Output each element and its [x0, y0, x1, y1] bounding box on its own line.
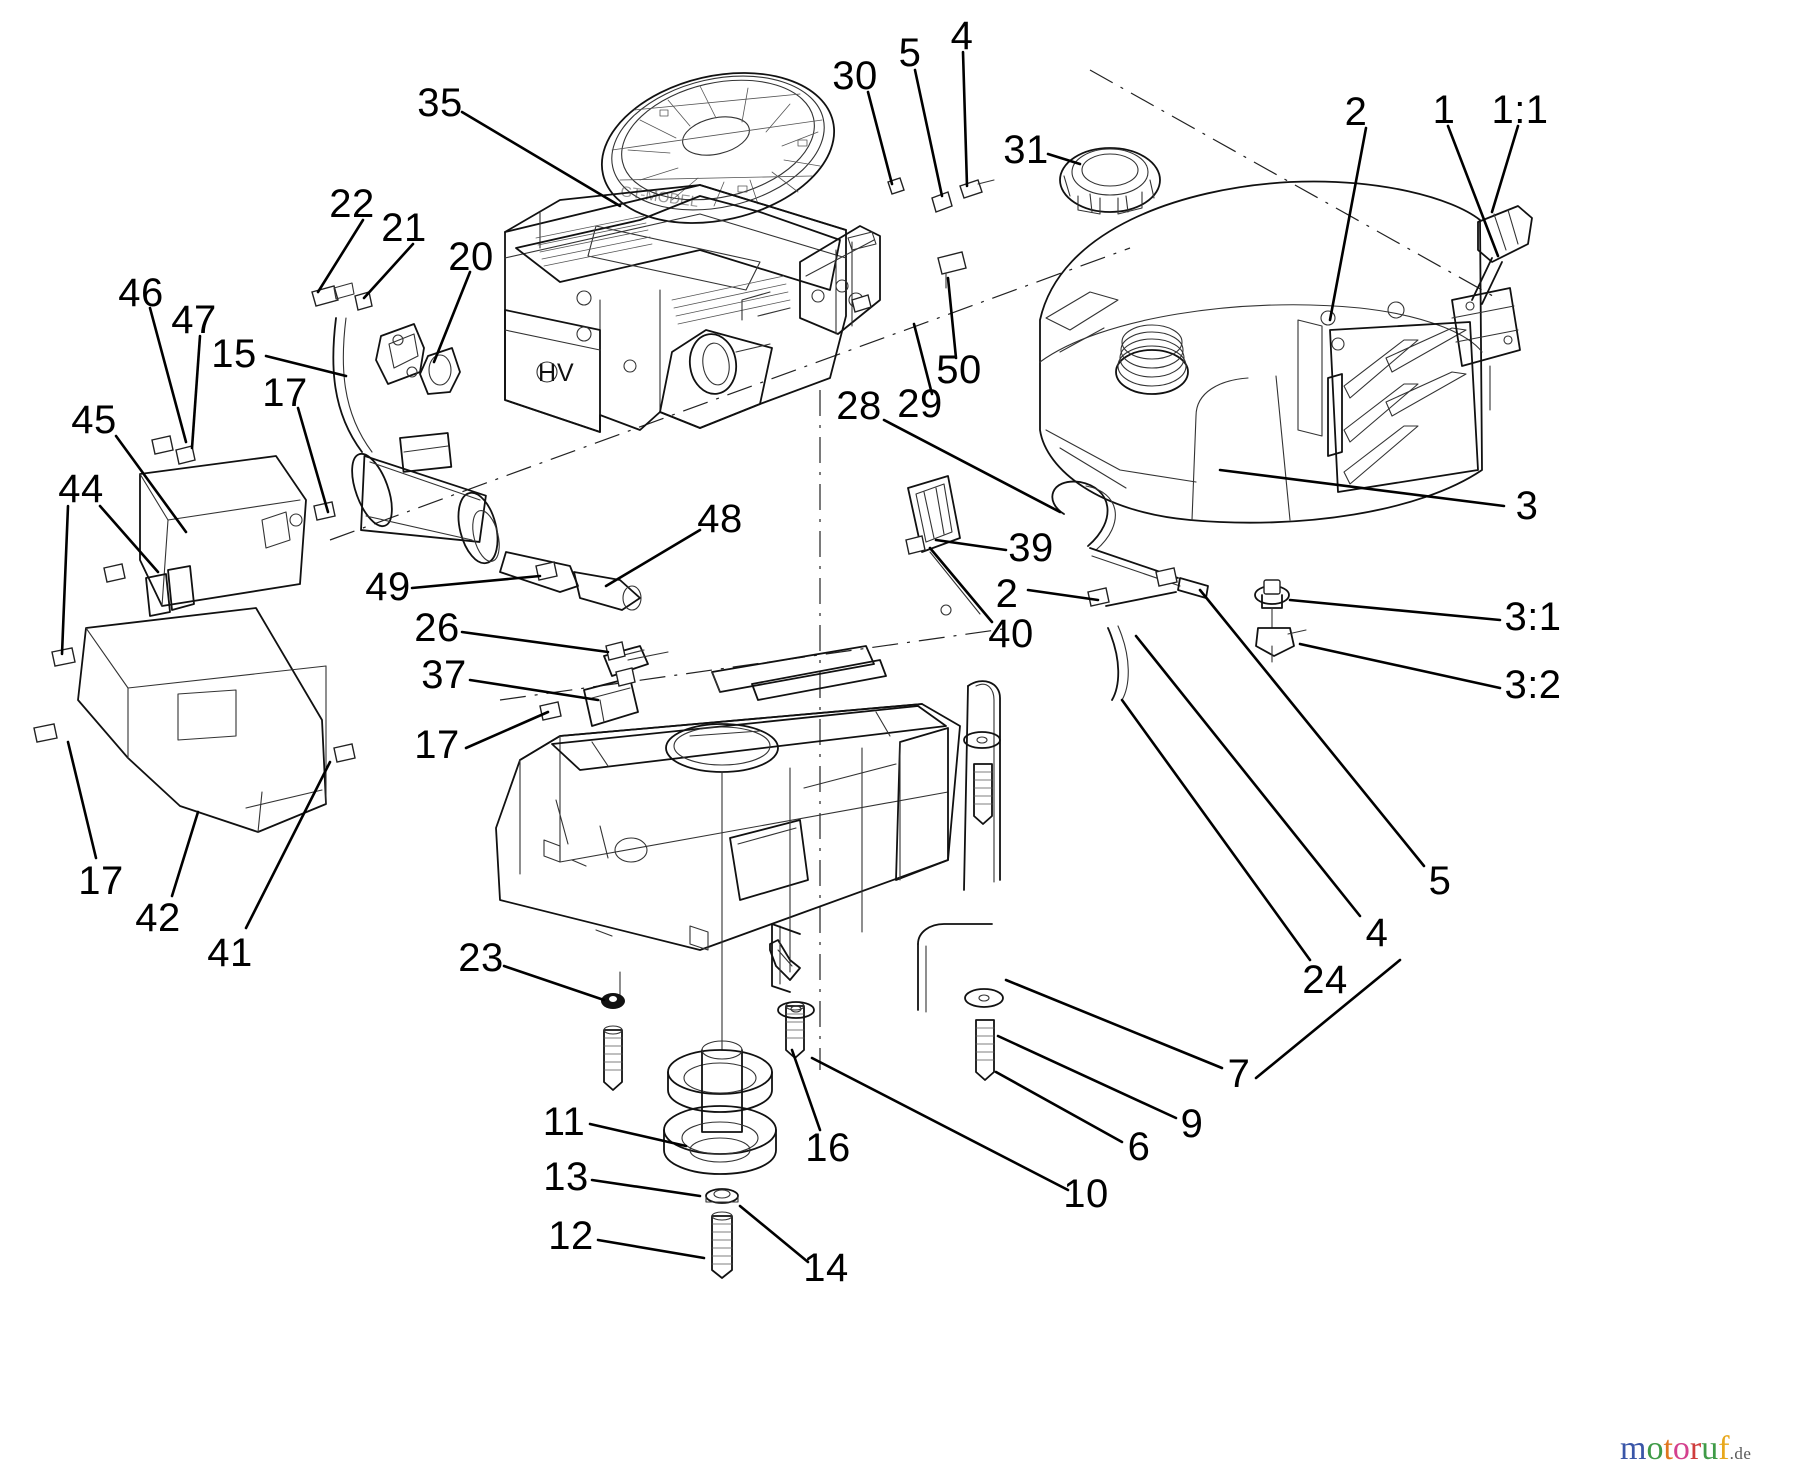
- callout-number-40: 40: [988, 612, 1034, 656]
- callout-number-42: 42: [135, 896, 181, 940]
- callout-number-48: 48: [697, 497, 743, 541]
- callout-number-1: 1: [1432, 88, 1456, 132]
- callout-number-13: 13: [543, 1155, 589, 1199]
- callout-number-28: 28: [836, 384, 882, 428]
- engine-fan-cover: [600, 72, 836, 224]
- callout-number-37: 37: [421, 653, 467, 697]
- callout-number-26: 26: [414, 606, 460, 650]
- callout-number-17: 17: [78, 859, 124, 903]
- engine-pulley-assembly: [663, 1040, 777, 1279]
- callout-number-5: 5: [898, 31, 922, 75]
- callout-number-23: 23: [458, 936, 504, 980]
- fuel-line-bracket: [907, 475, 981, 616]
- callout-number-46: 46: [118, 271, 164, 315]
- callout-number-20: 20: [448, 235, 494, 279]
- callout-number-4: 4: [950, 14, 974, 58]
- callout-number-24: 24: [1302, 958, 1348, 1002]
- callout-number-22: 22: [329, 182, 375, 226]
- callout-number-44: 44: [58, 467, 104, 511]
- watermark-letter: u: [1701, 1430, 1719, 1467]
- watermark-letter: o: [1646, 1430, 1664, 1467]
- air-filter-canister: [351, 432, 500, 565]
- deck-bracket: [539, 641, 669, 727]
- callout-number-17: 17: [414, 723, 460, 767]
- callout-number-3-1: 3:1: [1504, 595, 1562, 639]
- callout-number-15: 15: [211, 332, 257, 376]
- callout-number-12: 12: [548, 1214, 594, 1258]
- callout-number-29: 29: [897, 382, 943, 426]
- callout-number-35: 35: [417, 81, 463, 125]
- frame-chassis-assembly: [495, 641, 961, 1051]
- callout-number-41: 41: [207, 931, 253, 975]
- fuel-shutoff-valve: [1254, 579, 1307, 663]
- callout-number-16: 16: [805, 1126, 851, 1170]
- air-cleaner-assembly: [311, 282, 642, 611]
- callout-number-31: 31: [1003, 128, 1049, 172]
- svg-text:HV: HV: [538, 359, 575, 387]
- callout-number-49: 49: [365, 565, 411, 609]
- callout-number-1-1: 1:1: [1491, 88, 1549, 132]
- watermark-letter: f: [1718, 1430, 1730, 1467]
- callout-number-47: 47: [171, 298, 217, 342]
- callout-number-21: 21: [381, 206, 427, 250]
- callout-number-14: 14: [803, 1246, 849, 1290]
- watermark-letter: o: [1672, 1430, 1690, 1467]
- callout-number-5: 5: [1428, 859, 1452, 903]
- callout-number-50: 50: [936, 348, 982, 392]
- callout-number-45: 45: [71, 398, 117, 442]
- callout-number-39: 39: [1008, 526, 1054, 570]
- right-bolt-stacks: [771, 680, 1004, 1081]
- callout-number-17: 17: [262, 371, 308, 415]
- callout-number-30: 30: [832, 54, 878, 98]
- callout-number-3: 3: [1515, 484, 1539, 528]
- callout-number-11: 11: [542, 1100, 586, 1144]
- engine-assembly: GT-MODEL: [504, 72, 995, 433]
- fuel-line-and-rod-assembly: [905, 475, 1209, 701]
- watermark-tld: .de: [1729, 1444, 1752, 1463]
- left-bolt-stack: [601, 993, 625, 1091]
- heat-shield-covers: [33, 435, 356, 833]
- fender-vent-panel: [1329, 321, 1479, 493]
- motoruf-watermark: motoruf.de: [1620, 1432, 1751, 1466]
- assembly-axis-lines: [329, 69, 1501, 1070]
- callout-number-2: 2: [995, 572, 1019, 616]
- fuel-tank-fender-assembly: [1039, 147, 1533, 663]
- callout-number-10: 10: [1063, 1172, 1109, 1216]
- engine-body: HV: [504, 184, 881, 433]
- leader-lines: [60, 50, 1520, 1264]
- control-lever-assembly: [1451, 205, 1533, 411]
- watermark-letter: m: [1620, 1430, 1647, 1467]
- callout-number-4: 4: [1365, 911, 1389, 955]
- watermark-letter: t: [1663, 1430, 1673, 1467]
- callout-number-3-2: 3:2: [1504, 663, 1562, 707]
- callout-number-7: 7: [1227, 1052, 1251, 1096]
- callout-number-2: 2: [1344, 90, 1368, 134]
- callout-number-9: 9: [1180, 1102, 1204, 1146]
- mid-bolt-stack: [769, 939, 815, 1059]
- callout-number-6: 6: [1127, 1125, 1151, 1169]
- fuel-cap: [1059, 147, 1161, 215]
- watermark-letter: r: [1689, 1430, 1702, 1467]
